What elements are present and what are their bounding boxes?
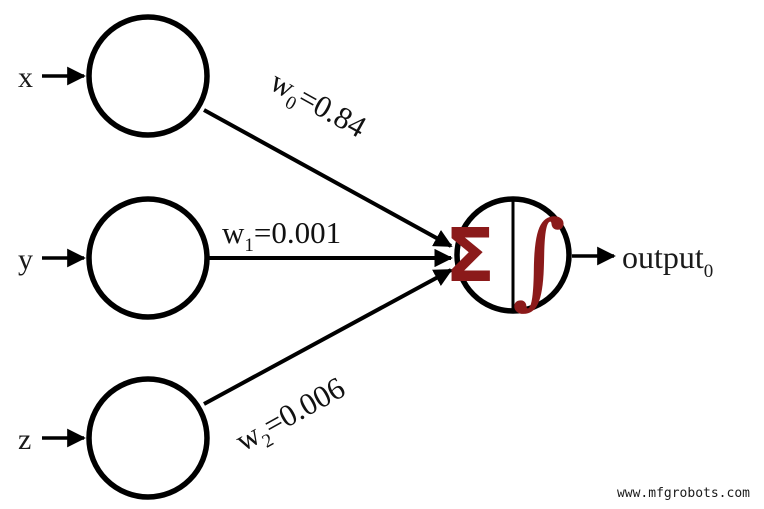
weight-label-0: w0=0.84 xyxy=(262,64,373,150)
edge-x-to-neuron xyxy=(203,108,453,248)
weight-label-2: w2=0.006 xyxy=(229,370,353,464)
output-label-text: output xyxy=(622,239,704,275)
output-label: output0 xyxy=(622,239,713,282)
weight-1-subscript: 1 xyxy=(244,235,254,256)
svg-text:w0=0.84: w0=0.84 xyxy=(262,64,373,150)
input-node-y[interactable] xyxy=(86,196,210,320)
svg-text:w2=0.006: w2=0.006 xyxy=(229,370,353,464)
weight-1-value: 0.001 xyxy=(271,215,341,250)
input-label-x: x xyxy=(18,61,33,94)
output-label-subscript: 0 xyxy=(704,261,714,282)
input-label-y: y xyxy=(18,243,33,276)
watermark: www.mfgrobots.com xyxy=(616,486,750,501)
input-label-z: z xyxy=(18,423,31,456)
weight-label-1: w1=0.001 xyxy=(222,215,341,256)
integral-symbol: ∫ xyxy=(512,198,566,320)
svg-text:w1=0.001: w1=0.001 xyxy=(222,215,341,256)
weight-2-value: 0.006 xyxy=(273,370,351,434)
input-node-x[interactable] xyxy=(86,14,210,138)
summation-symbol: Σ xyxy=(445,213,496,299)
weight-1-symbol: w xyxy=(222,215,245,250)
input-node-z[interactable] xyxy=(86,376,210,500)
edge-z-to-neuron xyxy=(203,268,453,406)
weight-1-equals: = xyxy=(254,215,271,250)
